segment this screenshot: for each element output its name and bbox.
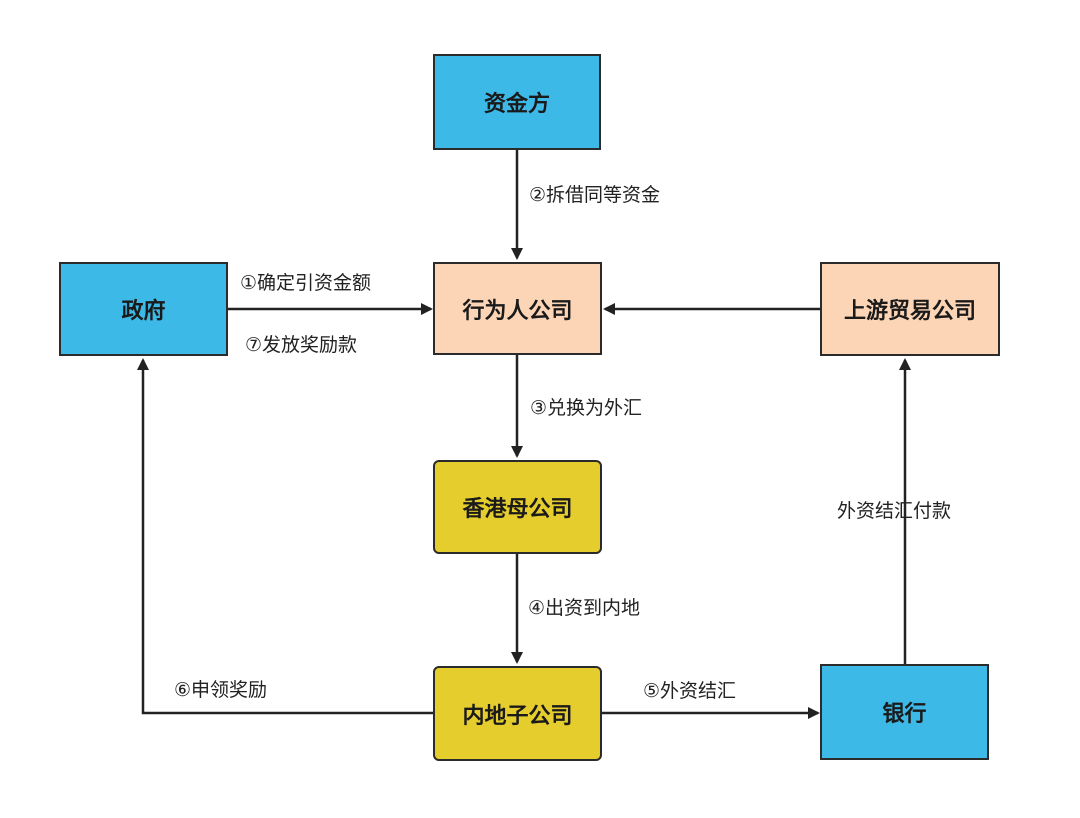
node-government-label: 政府 <box>121 299 166 324</box>
label-issue-reward: ⑦发放奖励款 <box>245 334 358 356</box>
label-fx-settlement: ⑤外资结汇 <box>643 680 737 702</box>
label-exchange-fx: ③兑换为外汇 <box>530 397 643 419</box>
node-hk-parent-company-label: 香港母公司 <box>462 497 573 522</box>
node-capital-provider: 资金方 <box>433 54 601 150</box>
node-bank-label: 银行 <box>882 702 927 727</box>
node-upstream-trade-company-label: 上游贸易公司 <box>843 299 976 324</box>
node-actor-company-label: 行为人公司 <box>462 298 573 324</box>
node-capital-provider-label: 资金方 <box>483 92 550 117</box>
label-apply-reward: ⑥申领奖励 <box>174 679 268 701</box>
node-mainland-subsidiary-label: 内地子公司 <box>462 703 573 729</box>
node-hk-parent-company: 香港母公司 <box>433 460 602 554</box>
label-lend-funds: ②拆借同等资金 <box>529 184 661 206</box>
node-actor-company: 行为人公司 <box>433 262 602 355</box>
node-mainland-subsidiary: 内地子公司 <box>433 666 602 761</box>
label-fx-payment: 外资结汇付款 <box>837 500 952 522</box>
label-invest-mainland: ④出资到内地 <box>528 597 641 619</box>
node-bank: 银行 <box>820 664 989 760</box>
edge-apply-reward <box>137 358 433 715</box>
node-government: 政府 <box>59 262 228 356</box>
node-upstream-trade-company: 上游贸易公司 <box>820 262 1000 356</box>
label-set-investment-amount: ①确定引资金额 <box>240 272 372 294</box>
